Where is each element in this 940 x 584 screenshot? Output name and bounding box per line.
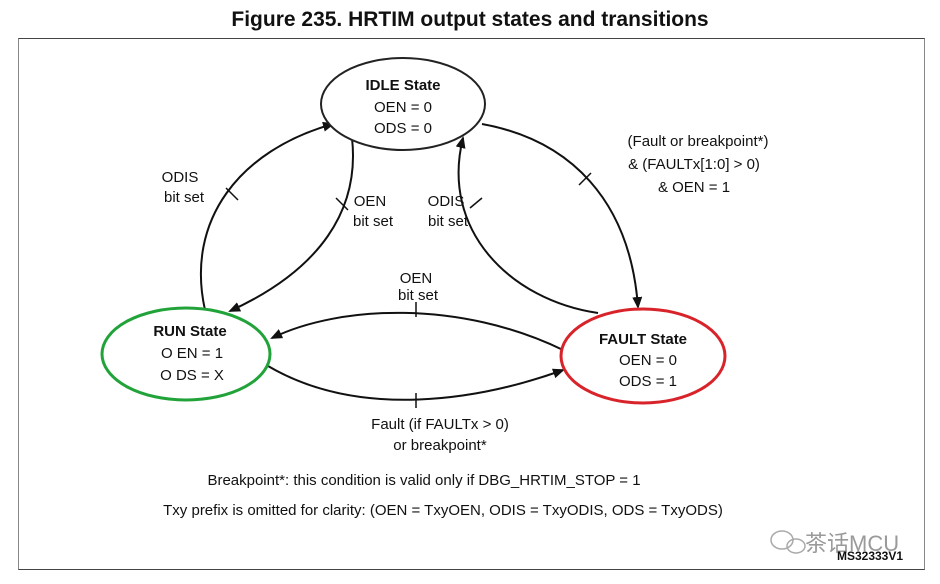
run-state-name: RUN State bbox=[153, 323, 226, 340]
label-idle-to-fault-1: (Fault or breakpoint*) bbox=[628, 133, 769, 150]
label-run-to-idle-2: bit set bbox=[164, 189, 205, 206]
label-idle-to-fault-2: & (FAULTx[1:0] > 0) bbox=[628, 156, 760, 173]
idle-state-ods: ODS = 0 bbox=[374, 120, 432, 137]
edge-run-to-idle bbox=[199, 121, 335, 311]
edge-fault-to-run bbox=[270, 311, 564, 351]
label-run-to-fault-1: Fault (if FAULTx > 0) bbox=[371, 416, 509, 433]
label-fault-to-run-1: OEN bbox=[400, 270, 433, 287]
edge-idle-to-run-tick bbox=[335, 197, 349, 211]
watermark-text: 茶话MCU bbox=[805, 531, 899, 556]
note-prefix: Txy prefix is omitted for clarity: (OEN … bbox=[163, 502, 723, 519]
run-state-ellipse bbox=[100, 306, 272, 402]
note-breakpoint: Breakpoint*: this condition is valid onl… bbox=[207, 472, 640, 489]
edge-idle-to-run bbox=[228, 137, 354, 312]
figure-title: Figure 235. HRTIM output states and tran… bbox=[231, 8, 709, 31]
figure-frame bbox=[18, 38, 925, 570]
label-fault-to-idle-2: bit set bbox=[428, 213, 469, 230]
figure-id: MS32333V1 bbox=[837, 549, 903, 563]
label-run-to-fault-2: or breakpoint* bbox=[393, 437, 487, 454]
label-run-to-idle-1: ODIS bbox=[162, 169, 199, 186]
edge-fault-to-idle-tick bbox=[469, 197, 483, 209]
idle-state-ellipse bbox=[320, 57, 486, 151]
edge-run-to-fault bbox=[267, 365, 565, 401]
label-fault-to-idle-1: ODIS bbox=[428, 193, 465, 210]
edge-run-to-idle-tick bbox=[225, 187, 239, 201]
run-state-oen: O EN = 1 bbox=[161, 345, 223, 362]
label-fault-to-run-2: bit set bbox=[398, 287, 439, 304]
label-idle-to-run-1: OEN bbox=[354, 193, 387, 210]
fault-state-ods: ODS = 1 bbox=[619, 373, 677, 390]
edge-idle-to-fault bbox=[481, 123, 643, 309]
idle-state-oen: OEN = 0 bbox=[374, 99, 432, 116]
chat-bubble-icon bbox=[770, 530, 806, 554]
idle-state-name: IDLE State bbox=[365, 77, 440, 94]
label-idle-to-run-2: bit set bbox=[353, 213, 394, 230]
label-idle-to-fault-3: & OEN = 1 bbox=[658, 179, 730, 196]
edge-idle-to-fault-tick bbox=[578, 172, 592, 186]
run-state-ods: O DS = X bbox=[160, 367, 224, 384]
fault-state-oen: OEN = 0 bbox=[619, 352, 677, 369]
fault-state-name: FAULT State bbox=[599, 331, 687, 348]
fault-state-ellipse bbox=[559, 307, 727, 405]
edge-fault-to-idle bbox=[455, 136, 599, 314]
